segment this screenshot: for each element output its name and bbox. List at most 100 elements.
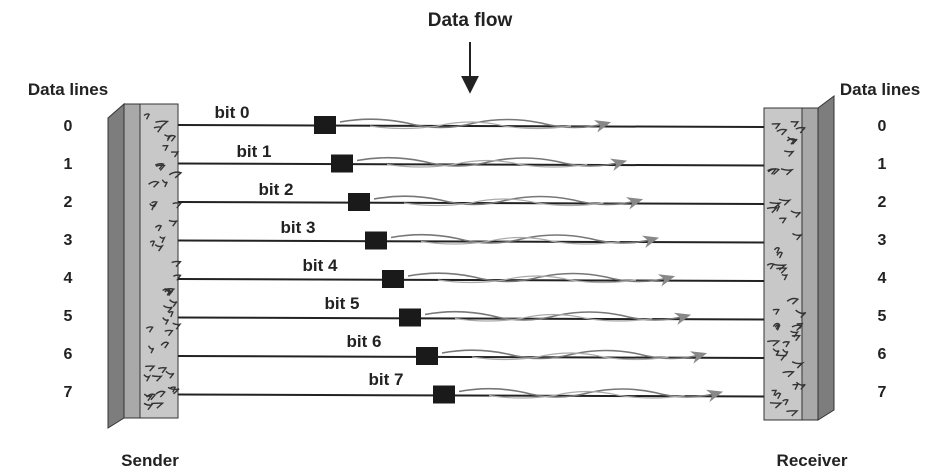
device-texture-mark bbox=[173, 274, 182, 281]
device-texture-mark bbox=[162, 317, 170, 325]
device-texture-mark bbox=[147, 345, 155, 354]
bit-label: bit 7 bbox=[369, 370, 404, 389]
signal-wave-strand bbox=[454, 313, 653, 322]
device-texture-mark bbox=[168, 219, 179, 227]
device-texture-mark bbox=[168, 171, 183, 179]
data-lines bbox=[177, 116, 765, 404]
device-texture-mark bbox=[167, 134, 177, 142]
device-texture-mark bbox=[766, 206, 779, 214]
device-texture-mark bbox=[774, 323, 781, 331]
device-texture-mark bbox=[154, 224, 163, 232]
device-texture-mark bbox=[167, 386, 180, 395]
signal-wave-arrow bbox=[458, 387, 724, 403]
receiver-line-number: 7 bbox=[878, 384, 887, 401]
device-texture-mark bbox=[769, 402, 783, 409]
signal-wave-strand bbox=[420, 236, 620, 245]
device-texture-mark bbox=[772, 308, 780, 315]
device-texture-mark bbox=[162, 144, 169, 152]
device-texture-mark bbox=[145, 365, 156, 372]
device-texture-mark bbox=[151, 375, 164, 382]
device-texture-mark bbox=[154, 162, 165, 170]
device-texture-mark bbox=[769, 201, 782, 209]
device-texture-mark bbox=[157, 366, 168, 374]
device-texture-mark bbox=[171, 260, 182, 268]
device-texture-mark bbox=[786, 410, 799, 417]
bit-label: bit 1 bbox=[237, 142, 272, 161]
device-texture-mark bbox=[791, 324, 803, 332]
device-texture-mark bbox=[164, 329, 174, 337]
signal-wave-strand bbox=[369, 121, 572, 130]
receiver-data-lines-header: Data lines bbox=[840, 80, 920, 99]
device-texture-mark bbox=[165, 370, 175, 379]
bit-packet bbox=[399, 308, 421, 327]
device-texture-mark bbox=[772, 348, 780, 356]
receiver-line-number: 1 bbox=[878, 156, 887, 173]
device-texture-mark bbox=[172, 322, 182, 330]
device-texture-mark bbox=[791, 334, 801, 342]
diagram-title: Data flow bbox=[428, 10, 513, 31]
receiver-device bbox=[763, 95, 835, 421]
device-texture-mark bbox=[771, 389, 778, 396]
device-texture-mark bbox=[787, 136, 798, 145]
device-texture-mark bbox=[172, 202, 183, 209]
receiver-line-number: 0 bbox=[878, 118, 887, 135]
device-texture-mark bbox=[796, 323, 804, 330]
bit-label: bit 2 bbox=[259, 180, 294, 199]
device-texture-mark bbox=[773, 204, 781, 212]
bit-packet bbox=[331, 154, 353, 173]
sender-line-number: 4 bbox=[64, 270, 73, 287]
signal-wave-arrow bbox=[373, 195, 644, 210]
device-texture-mark bbox=[774, 392, 782, 400]
sender-line-number: 3 bbox=[64, 232, 73, 249]
signal-wave-strand bbox=[403, 198, 604, 207]
receiver-line-number: 5 bbox=[878, 308, 887, 325]
device-texture-mark bbox=[776, 251, 783, 259]
device-texture-mark bbox=[162, 288, 176, 295]
device-texture-mark bbox=[791, 361, 805, 369]
device-texture-mark bbox=[783, 150, 795, 158]
device-texture-mark bbox=[778, 198, 792, 206]
device-texture-mark bbox=[155, 164, 166, 171]
device-texture-mark bbox=[146, 393, 157, 401]
signal-wave-strand bbox=[437, 275, 637, 284]
sender-line-number: 1 bbox=[64, 156, 73, 173]
device-texture-mark bbox=[164, 289, 171, 296]
device-texture-mark bbox=[151, 402, 165, 409]
bit-label: bit 3 bbox=[281, 218, 316, 237]
device-texture-mark bbox=[169, 299, 178, 308]
receiver-line-number: 3 bbox=[878, 232, 887, 249]
sender-line-number: 2 bbox=[64, 194, 73, 211]
device-texture-mark bbox=[149, 202, 156, 211]
data-line bbox=[177, 124, 765, 128]
data-line bbox=[177, 393, 765, 398]
signal-wave-arrow bbox=[407, 272, 676, 287]
device-texture-mark bbox=[782, 341, 791, 348]
bit-label: bit 0 bbox=[215, 103, 250, 122]
device-texture-mark bbox=[792, 232, 804, 241]
device-texture-mark bbox=[776, 128, 788, 136]
device-texture-mark bbox=[782, 370, 795, 378]
bit-label: bit 5 bbox=[325, 294, 360, 313]
device-texture-mark bbox=[767, 340, 781, 347]
sender-data-lines-header: Data lines bbox=[28, 80, 108, 99]
bit-packet bbox=[314, 116, 336, 134]
device-texture-mark bbox=[164, 287, 174, 297]
device-texture-mark bbox=[790, 120, 800, 128]
device-texture-mark bbox=[786, 297, 800, 305]
bit-labels: bit 0 bit 1 bit 2 bit 3 bit 4 bit 5 bit … bbox=[215, 103, 404, 389]
device-texture-mark bbox=[781, 273, 789, 281]
device-texture-mark bbox=[154, 244, 165, 252]
device-texture-mark bbox=[148, 180, 160, 188]
bit-packet bbox=[348, 193, 370, 211]
sender-line-number: 0 bbox=[64, 118, 73, 135]
device-texture-mark bbox=[155, 120, 170, 127]
signal-wave-strand bbox=[386, 159, 588, 168]
device-texture-mark bbox=[160, 341, 170, 349]
signal-wave-strand bbox=[471, 352, 669, 361]
device-texture-mark bbox=[168, 310, 174, 318]
receiver-line-number: 6 bbox=[878, 346, 887, 363]
sender-label: Sender bbox=[121, 451, 179, 470]
device-texture-mark bbox=[159, 236, 166, 244]
device-texture-mark bbox=[776, 354, 787, 361]
